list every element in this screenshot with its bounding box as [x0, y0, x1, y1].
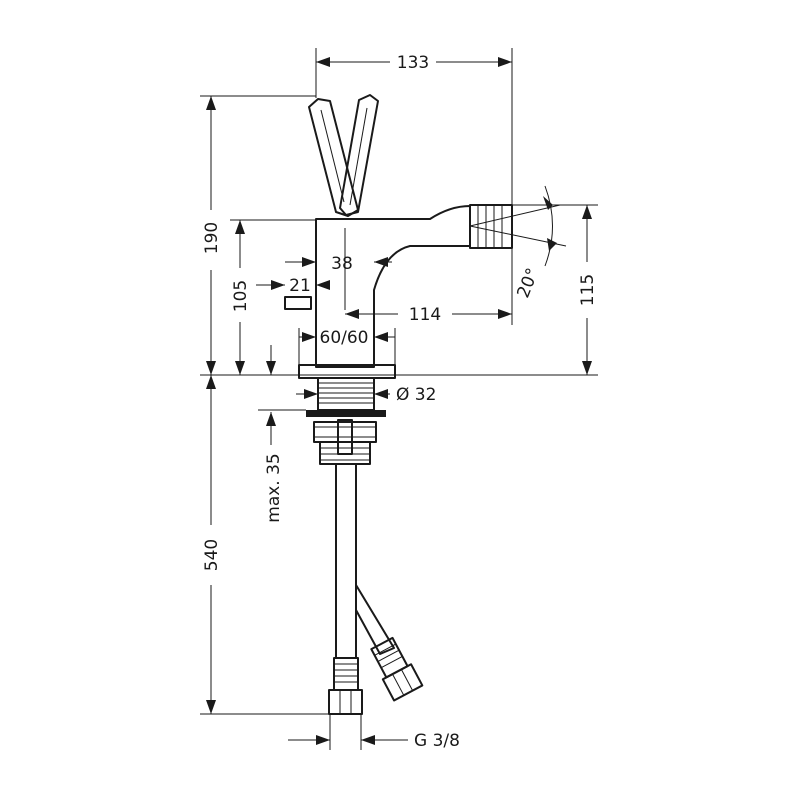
dim-540: 540	[200, 375, 330, 715]
fixing-nut	[313, 419, 377, 465]
dim-190-label: 190	[202, 222, 222, 254]
dim-thread: G 3/8	[288, 714, 460, 751]
drain-knob	[284, 296, 312, 310]
dim-38: 38	[285, 228, 392, 310]
dim-38-label: 38	[331, 254, 353, 274]
dim-32-label: Ø 32	[396, 385, 436, 405]
dim-133: 133	[315, 48, 513, 205]
dim-max35-label: max. 35	[264, 453, 284, 522]
dim-115: 115	[395, 204, 598, 376]
dim-133-label: 133	[397, 53, 429, 73]
dimension-lines: 133 190 540 105	[200, 48, 598, 751]
dim-190: 190	[200, 95, 395, 376]
dim-105: 105	[230, 219, 316, 375]
fixing-washer	[306, 410, 386, 417]
dim-114: 114	[345, 248, 513, 325]
dim-115-label: 115	[578, 274, 598, 306]
dim-105-label: 105	[231, 280, 251, 312]
dim-114-label: 114	[409, 305, 441, 325]
dim-32: Ø 32	[296, 385, 436, 405]
supply-hoses	[328, 463, 424, 715]
dim-21-label: 21	[289, 276, 311, 296]
dim-base-arrow	[266, 345, 276, 375]
lever-handle	[308, 94, 379, 217]
dim-6060: 60/60	[298, 328, 396, 365]
dim-20deg-label: 20°	[513, 265, 543, 300]
threaded-shank	[317, 377, 375, 411]
dim-20deg: 20°	[469, 185, 567, 301]
dim-540-label: 540	[202, 539, 222, 571]
dim-thread-label: G 3/8	[414, 731, 460, 751]
dim-max35: max. 35	[258, 409, 306, 523]
dim-6060-label: 60/60	[320, 328, 369, 348]
dim-21: 21	[256, 276, 330, 296]
spout-aerator	[469, 204, 513, 249]
